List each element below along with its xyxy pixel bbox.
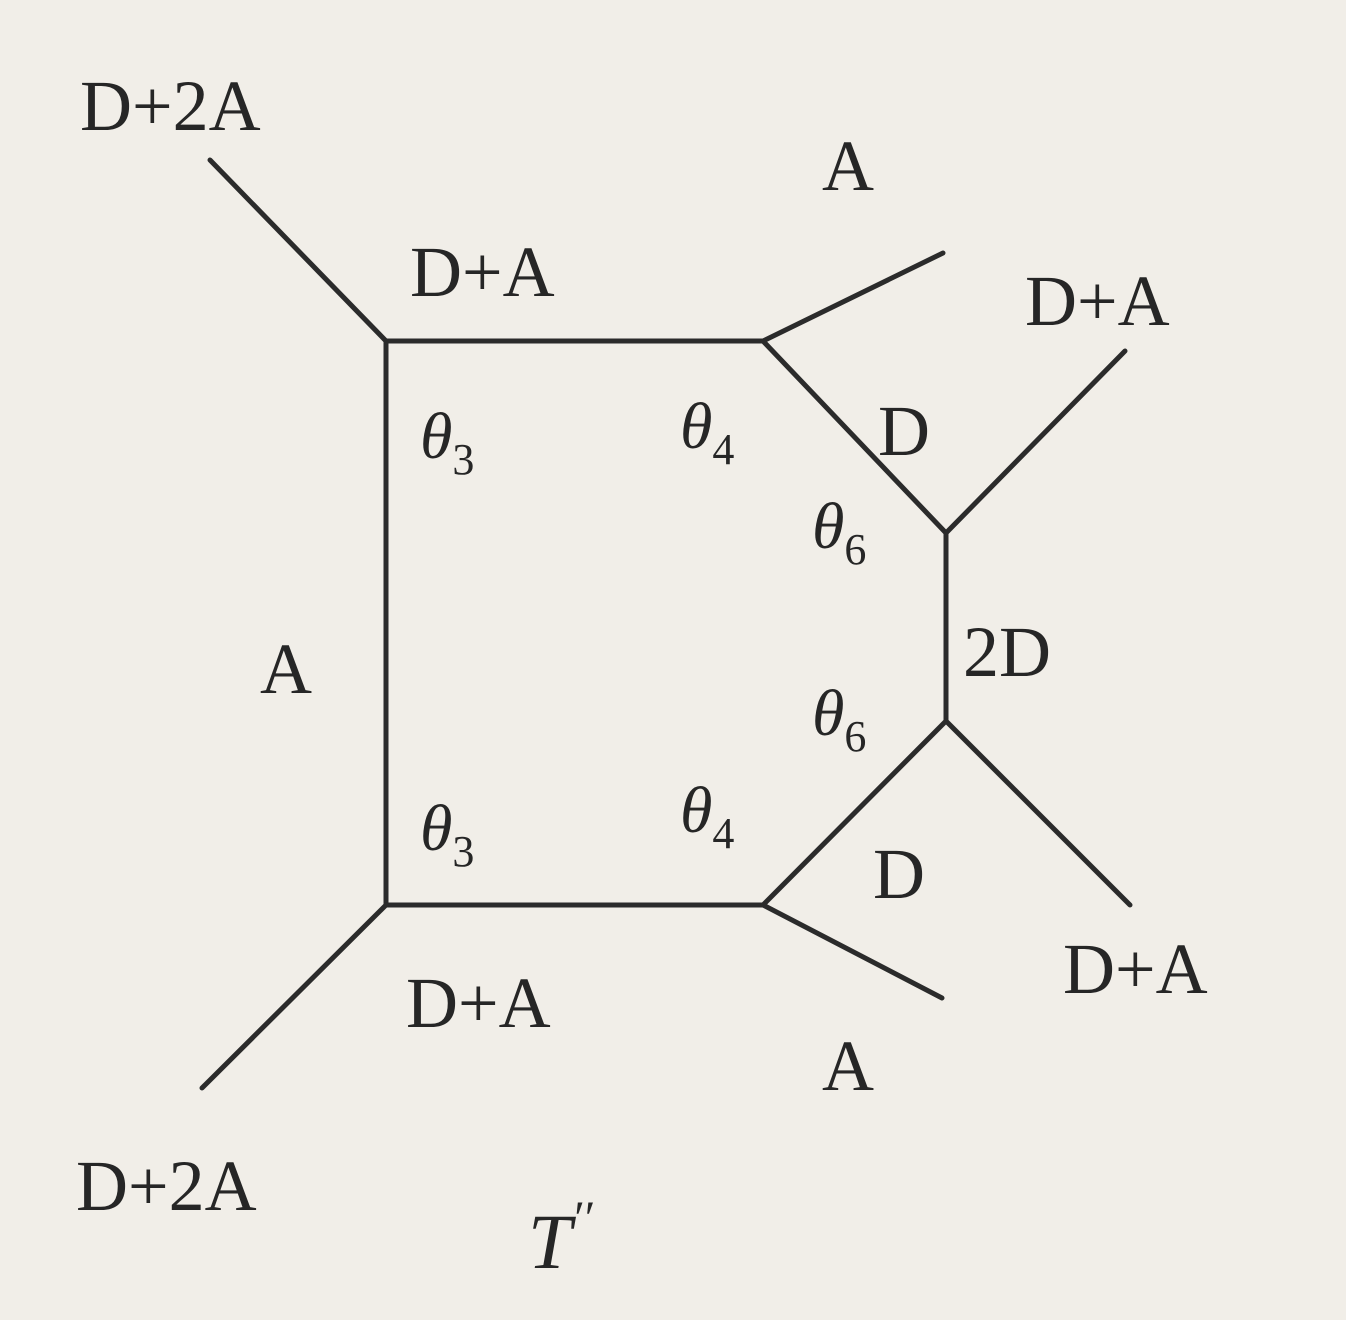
edge-labels: D+2A D+A A D+A D 2D A D D+A D+A A D+2A (76, 66, 1208, 1226)
edge-upper-diagonal (760, 338, 949, 536)
label-bottom-right-leg: A (822, 1026, 874, 1106)
edge-bottom-left-leg (199, 902, 389, 1091)
angle-bottom-left: θ3 (420, 792, 474, 876)
label-right-vertical: 2D (963, 612, 1051, 692)
edge-right-upper-leg (943, 348, 1128, 536)
label-upper-diagonal: D (878, 391, 930, 471)
angle-lower-right: θ6 (812, 677, 866, 761)
edge-lower-diagonal (760, 718, 949, 908)
diagram-caption: T′′ (528, 1192, 594, 1285)
angle-bottom-right: θ4 (680, 774, 734, 858)
edge-top-left-leg (207, 157, 389, 344)
label-top-left-leg: D+2A (80, 66, 261, 146)
edge-top-right-leg (760, 250, 946, 344)
edge-right-lower-leg (943, 718, 1133, 908)
angle-top-left: θ3 (420, 400, 474, 484)
label-right-lower-leg: D+A (1063, 929, 1208, 1009)
label-right-upper-leg: D+A (1025, 261, 1170, 341)
edge-bottom-right-leg (760, 902, 945, 1001)
label-lower-diagonal: D (873, 834, 925, 914)
angle-labels: θ3 θ4 θ6 θ6 θ3 θ4 (420, 390, 866, 876)
label-top-right-leg: A (822, 126, 874, 206)
angle-upper-right: θ6 (812, 490, 866, 574)
label-bottom-left-leg: D+2A (76, 1146, 257, 1226)
angle-top-right: θ4 (680, 390, 734, 474)
label-bottom-edge: D+A (406, 963, 551, 1043)
label-left-vertical: A (260, 629, 312, 709)
curve-edges (199, 157, 1133, 1091)
label-top-edge: D+A (410, 232, 555, 312)
